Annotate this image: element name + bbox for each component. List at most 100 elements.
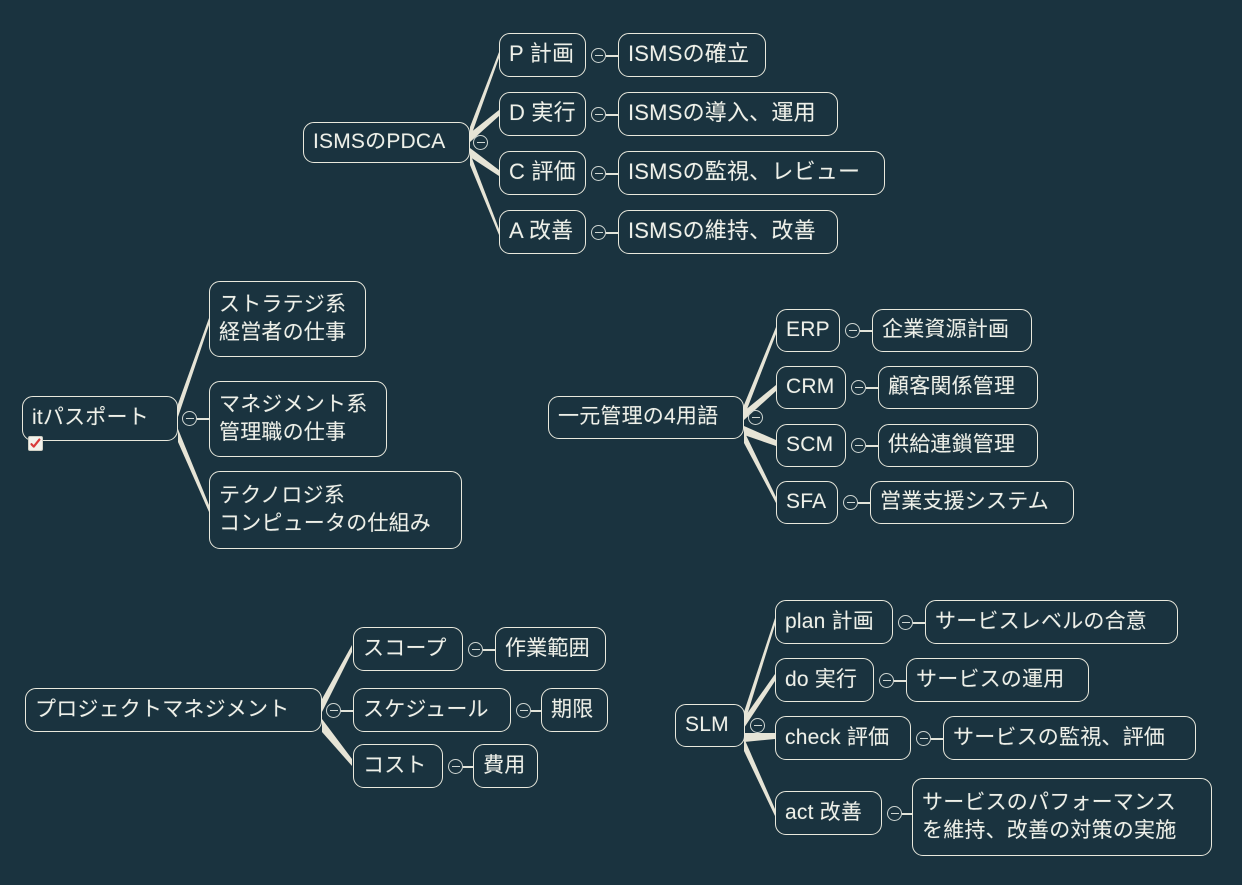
collapse-toggle-slm[interactable] (750, 718, 765, 733)
node-label-line1: ストラテジ系 (219, 293, 347, 317)
collapse-toggle-scm[interactable] (851, 438, 866, 453)
node-pdca-p-leaf[interactable]: ISMSの確立 (618, 33, 766, 77)
node-label-line1: サービスのパフォーマンス (922, 791, 1176, 815)
node-label: act 改善 (785, 800, 863, 824)
check-icon (30, 438, 41, 448)
node-unified-scm-leaf[interactable]: 供給連鎖管理 (878, 424, 1038, 467)
node-pdca-a-leaf[interactable]: ISMSの維持、改善 (618, 210, 838, 254)
node-unified-sfa[interactable]: SFA (776, 481, 838, 524)
node-label: SCM (786, 433, 834, 457)
collapse-toggle-erp[interactable] (845, 323, 860, 338)
node-label: ISMSの維持、改善 (628, 218, 816, 244)
node-label: ISMSの確立 (628, 41, 750, 67)
node-label: 顧客関係管理 (888, 375, 1016, 399)
collapse-toggle-pm-scope[interactable] (468, 642, 483, 657)
node-pm-scope-leaf[interactable]: 作業範囲 (495, 627, 606, 671)
node-label: plan 計画 (785, 609, 874, 633)
collapse-toggle-slm-act[interactable] (887, 806, 902, 821)
node-slm-act[interactable]: act 改善 (775, 791, 882, 835)
edge-unified-scm (744, 426, 776, 446)
node-slm-plan[interactable]: plan 計画 (775, 600, 893, 644)
node-label: スケジュール (363, 697, 489, 721)
edge-pdca-p (470, 52, 499, 139)
edge-slm-check (744, 733, 775, 742)
collapse-toggle-unified[interactable] (748, 410, 763, 425)
node-it-passport-root[interactable]: itパスポート (22, 396, 178, 441)
node-unified-erp-leaf[interactable]: 企業資源計画 (872, 309, 1032, 352)
stub-pdca-d (606, 114, 618, 116)
stub-slm-do (894, 680, 906, 682)
node-itp-strategy[interactable]: ストラテジ系 経営者の仕事 (209, 281, 366, 357)
node-unified-crm-leaf[interactable]: 顧客関係管理 (878, 366, 1038, 409)
node-pm-cost-leaf[interactable]: 費用 (473, 744, 538, 788)
node-label: コスト (363, 753, 427, 777)
collapse-toggle-slm-do[interactable] (879, 673, 894, 688)
node-pm-schedule-leaf[interactable]: 期限 (541, 688, 608, 732)
edge-slm-act (744, 738, 775, 816)
edge-pm-cost (322, 719, 352, 766)
node-pm-cost[interactable]: コスト (353, 744, 443, 788)
edge-itp-tech (178, 429, 209, 512)
node-label-line2: 管理職の仕事 (219, 420, 347, 444)
node-label: CRM (786, 375, 835, 399)
collapse-toggle-pdca-p[interactable] (591, 48, 606, 63)
collapse-toggle-it-passport[interactable] (182, 411, 197, 426)
collapse-toggle-pm-cost[interactable] (448, 759, 463, 774)
stub-pdca-p (606, 55, 618, 57)
node-slm-do[interactable]: do 実行 (775, 658, 874, 702)
node-label: ISMSのPDCA (313, 130, 446, 154)
node-label: C 評価 (509, 159, 576, 185)
node-slm-check-leaf[interactable]: サービスの監視、評価 (943, 716, 1196, 760)
node-label: スコープ (363, 636, 447, 660)
node-itp-management[interactable]: マネジメント系 管理職の仕事 (209, 381, 387, 457)
edge-slm-plan (744, 618, 775, 725)
node-label: SFA (786, 490, 827, 514)
node-label: P 計画 (509, 41, 575, 67)
node-unified-root[interactable]: 一元管理の4用語 (548, 396, 744, 439)
check-badge-it-passport[interactable] (28, 436, 43, 451)
node-slm-do-leaf[interactable]: サービスの運用 (906, 658, 1089, 702)
collapse-toggle-crm[interactable] (851, 380, 866, 395)
stub-pm-schedule (531, 710, 541, 712)
node-label: 企業資源計画 (882, 318, 1010, 342)
collapse-toggle-pdca-c[interactable] (591, 166, 606, 181)
node-unified-scm[interactable]: SCM (776, 424, 846, 467)
node-pm-schedule[interactable]: スケジュール (353, 688, 511, 732)
node-label-line2: コンピュータの仕組み (219, 511, 431, 535)
node-slm-act-leaf[interactable]: サービスのパフォーマンス を維持、改善の対策の実施 (912, 778, 1212, 856)
edge-itp-strategy (178, 318, 209, 417)
edge-pm-scope (322, 645, 352, 712)
node-label: D 実行 (509, 100, 576, 126)
node-pdca-d-leaf[interactable]: ISMSの導入、運用 (618, 92, 838, 136)
node-label: 営業支援システム (880, 490, 1049, 514)
node-pdca-c[interactable]: C 評価 (499, 151, 586, 195)
node-slm-root[interactable]: SLM (675, 704, 745, 747)
node-isms-pdca-root[interactable]: ISMSのPDCA (303, 122, 470, 163)
node-unified-crm[interactable]: CRM (776, 366, 846, 409)
node-unified-erp[interactable]: ERP (776, 309, 840, 352)
node-unified-sfa-leaf[interactable]: 営業支援システム (870, 481, 1074, 524)
collapse-toggle-isms-pdca[interactable] (473, 135, 488, 150)
node-pm-scope[interactable]: スコープ (353, 627, 463, 671)
node-label: itパスポート (32, 406, 149, 430)
collapse-toggle-sfa[interactable] (843, 495, 858, 510)
node-label: ERP (786, 318, 830, 342)
node-label: check 評価 (785, 725, 890, 749)
collapse-toggle-pdca-d[interactable] (591, 107, 606, 122)
collapse-toggle-slm-plan[interactable] (898, 615, 913, 630)
node-slm-check[interactable]: check 評価 (775, 716, 911, 760)
node-pdca-d[interactable]: D 実行 (499, 92, 586, 136)
node-project-management-root[interactable]: プロジェクトマネジメント (25, 688, 322, 732)
node-label: サービスの運用 (916, 667, 1065, 691)
collapse-toggle-pdca-a[interactable] (591, 225, 606, 240)
node-label: サービスの監視、評価 (953, 725, 1165, 749)
node-pdca-c-leaf[interactable]: ISMSの監視、レビュー (618, 151, 885, 195)
node-slm-plan-leaf[interactable]: サービスレベルの合意 (925, 600, 1178, 644)
collapse-toggle-slm-check[interactable] (916, 731, 931, 746)
collapse-toggle-project-management[interactable] (326, 703, 341, 718)
collapse-toggle-pm-schedule[interactable] (516, 703, 531, 718)
node-pdca-a[interactable]: A 改善 (499, 210, 586, 254)
stub-pdca-c (606, 173, 618, 175)
node-pdca-p[interactable]: P 計画 (499, 33, 586, 77)
node-itp-technology[interactable]: テクノロジ系 コンピュータの仕組み (209, 471, 462, 549)
